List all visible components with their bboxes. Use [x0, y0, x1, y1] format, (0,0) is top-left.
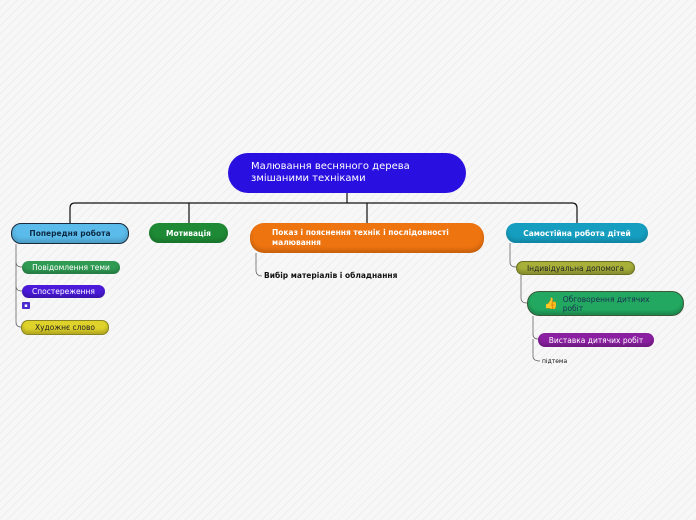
branch-motivation-label: Мотивація — [166, 228, 211, 238]
subtopic-art-word[interactable]: Художнє слово — [21, 320, 109, 335]
subtopic-topic-message-label: Повідомлення теми — [32, 263, 110, 272]
subtopic-exhibition[interactable]: Виставка дитячих робіт — [538, 333, 654, 347]
subtopic-art-word-label: Художнє слово — [34, 323, 96, 332]
subtopic-discussion[interactable]: 👍 Обговорення дитячих робіт — [527, 291, 684, 316]
subtopic-materials-label: Вибір матеріалів і обладнання — [264, 271, 398, 280]
subtopic-materials[interactable]: Вибір матеріалів і обладнання — [264, 271, 397, 280]
central-topic[interactable]: Малювання весняного дерева змішаними тех… — [228, 153, 466, 193]
branch-independent-work[interactable]: Самостійна робота дітей — [506, 223, 648, 243]
thumbs-up-icon: 👍 — [544, 297, 558, 310]
subtopic-placeholder[interactable]: підтема — [542, 358, 567, 365]
subtopic-exhibition-label: Виставка дитячих робіт — [548, 335, 644, 345]
note-icon[interactable]: ▪ — [22, 302, 30, 309]
subtopic-observation[interactable]: Спостереження — [22, 285, 105, 298]
branch-previous-work[interactable]: Попередня робота — [11, 223, 129, 244]
branch-independent-work-label: Самостійна робота дітей — [523, 228, 631, 238]
subtopic-individual-help-label: Індивідуальна допомога — [526, 263, 625, 273]
central-topic-label: Малювання весняного дерева змішаними тех… — [251, 161, 410, 184]
branch-motivation[interactable]: Мотивація — [149, 223, 228, 243]
subtopic-individual-help[interactable]: Індивідуальна допомога — [516, 261, 635, 275]
subtopic-topic-message[interactable]: Повідомлення теми — [22, 261, 120, 274]
branch-demonstration-label: Показ і пояснення технік і послідовності… — [272, 228, 449, 247]
branch-previous-work-label: Попередня робота — [29, 229, 111, 238]
subtopic-observation-label: Спостереження — [32, 287, 95, 296]
branch-demonstration[interactable]: Показ і пояснення технік і послідовності… — [250, 223, 484, 253]
subtopic-discussion-label: Обговорення дитячих робіт — [562, 294, 650, 313]
subtopic-placeholder-label: підтема — [542, 358, 568, 365]
